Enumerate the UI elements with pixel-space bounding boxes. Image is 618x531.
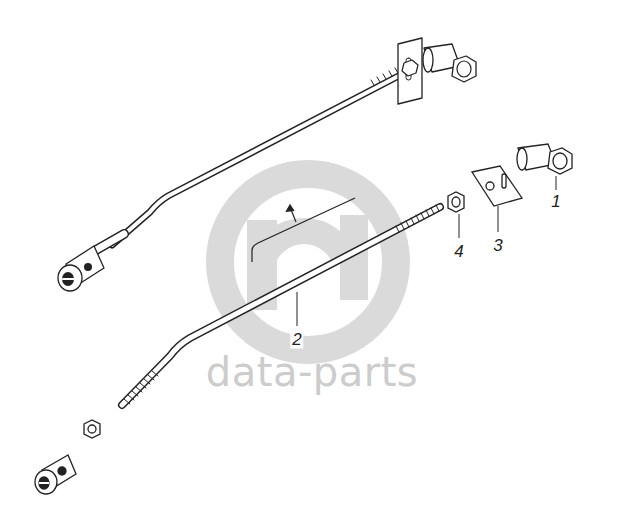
plate (472, 166, 522, 206)
callout-arrow (252, 198, 355, 262)
watermark: data-parts (206, 352, 418, 392)
leader-lines (297, 176, 556, 326)
lower-rod (122, 205, 440, 405)
exploded-parts (448, 144, 572, 212)
lower-joint (35, 420, 100, 494)
callout-number: 1 (549, 192, 562, 211)
watermark-logo (220, 174, 396, 350)
upper-rod-assembly (58, 38, 476, 291)
nut (448, 192, 464, 212)
callout-number: 4 (452, 242, 465, 261)
callout-number: 3 (491, 236, 504, 255)
callout-number: 2 (290, 330, 303, 349)
